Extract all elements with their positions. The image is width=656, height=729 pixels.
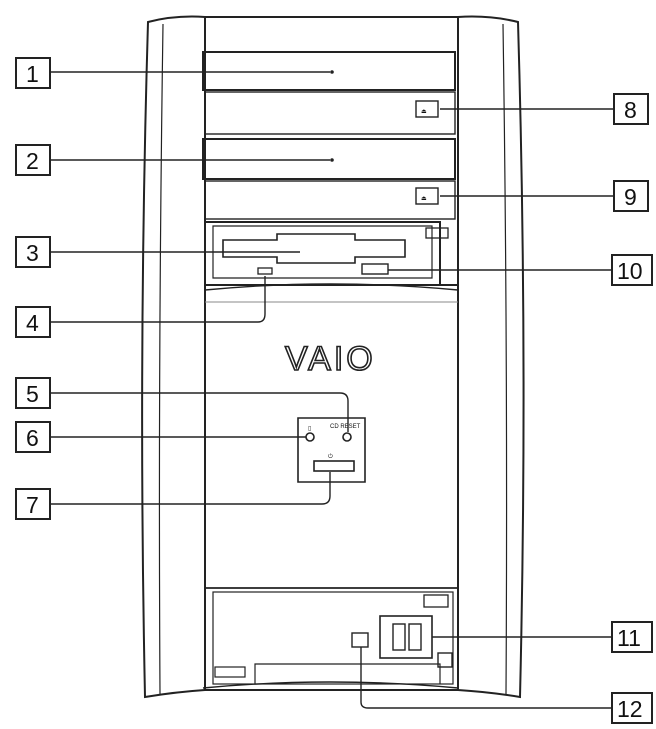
- callout-label: 6: [26, 425, 39, 451]
- callout-box-9: 9: [613, 180, 649, 212]
- drive-2-indicator: [330, 158, 334, 162]
- callout-box-10: 10: [611, 254, 653, 286]
- callout-box-8: 8: [613, 93, 649, 125]
- vaio-logo: VAIO: [285, 340, 376, 378]
- callout-label: 7: [26, 492, 39, 518]
- floppy-drive-bay: [204, 221, 459, 291]
- callout-label: 9: [624, 184, 637, 210]
- callout-label: 5: [26, 381, 39, 407]
- callout-label: 1: [26, 61, 39, 87]
- callout-box-2: 2: [15, 144, 51, 176]
- optical-drive-2: [202, 138, 456, 220]
- hard-drive-icon: ▯: [308, 426, 311, 432]
- callout-label: 4: [26, 310, 39, 336]
- callout-label: 11: [617, 625, 641, 651]
- drive-1-indicator: [330, 70, 334, 74]
- callout-label: 10: [617, 258, 643, 284]
- eject-icon: ⏏: [421, 109, 427, 115]
- leader-lines: [51, 71, 614, 709]
- hdd-indicator: [305, 432, 315, 442]
- callout-box-11: 11: [611, 621, 653, 653]
- callout-label: 12: [617, 696, 643, 722]
- eject-button-1: [415, 100, 439, 118]
- power-icon: ⏻: [328, 453, 333, 460]
- eject-button-2: [415, 187, 439, 205]
- tower-case: [141, 15, 525, 699]
- ilink-port: [351, 632, 369, 648]
- callout-label: 8: [624, 97, 637, 123]
- callout-label: 2: [26, 148, 39, 174]
- optical-drive-1: [202, 51, 456, 135]
- callout-label: 3: [26, 240, 39, 266]
- callout-box-1: 1: [15, 57, 51, 89]
- lower-connector-panel: [202, 587, 459, 689]
- callout-box-12: 12: [611, 692, 653, 724]
- eject-icon: ⏏: [421, 196, 427, 202]
- callout-box-7: 7: [15, 488, 51, 520]
- usb-port-housing: [379, 615, 433, 659]
- cd-reset-button: [342, 432, 352, 442]
- floppy-access-indicator: [257, 267, 273, 275]
- floppy-eject-button: [361, 263, 389, 275]
- callout-box-4: 4: [15, 306, 51, 338]
- usb-port-1: [392, 623, 406, 651]
- bay-tab: [425, 227, 449, 239]
- callout-box-3: 3: [15, 236, 51, 268]
- cd-reset-label: CD RESET: [330, 424, 361, 430]
- usb-port-2: [408, 623, 422, 651]
- callout-box-5: 5: [15, 377, 51, 409]
- callout-box-6: 6: [15, 421, 51, 453]
- power-button: [313, 460, 355, 472]
